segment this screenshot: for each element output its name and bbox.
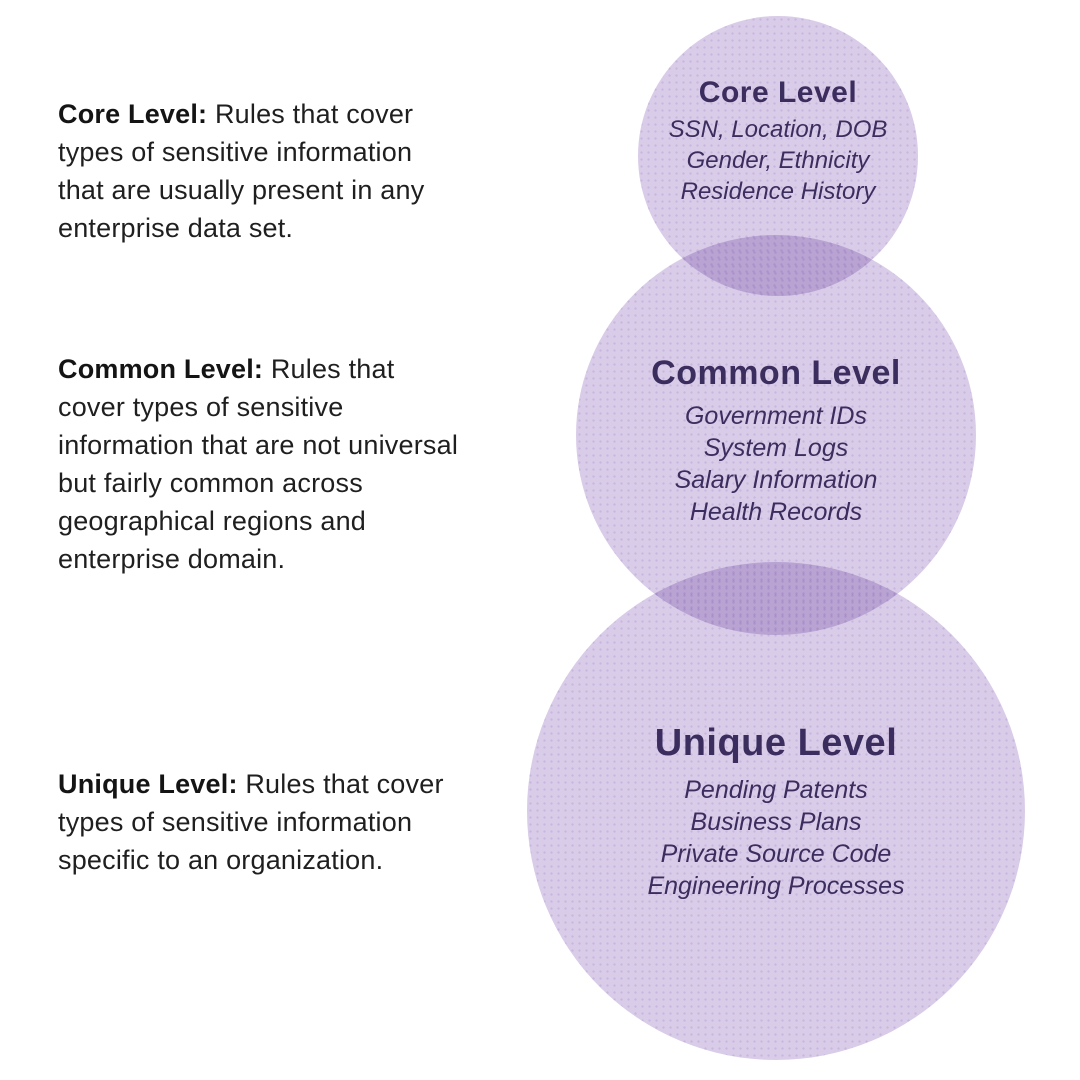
common-circle-item: System Logs — [703, 434, 849, 462]
common-level-label: Common Level: — [58, 354, 264, 384]
unique-circle-content: Unique Level Pending Patents Business Pl… — [527, 720, 1025, 902]
unique-circle-title: Unique Level — [654, 722, 898, 764]
core-circle-title: Core Level — [698, 76, 858, 109]
core-circle-item: Residence History — [680, 178, 876, 205]
common-level-description: Common Level: Rules that cover types of … — [58, 350, 462, 578]
unique-level-label: Unique Level: — [58, 769, 238, 799]
unique-circle-item: Pending Patents — [684, 776, 868, 804]
common-circle-item: Salary Information — [674, 466, 878, 494]
common-circle-item: Health Records — [689, 498, 863, 526]
core-level-label: Core Level: — [58, 99, 208, 129]
common-circle-title: Common Level — [651, 354, 901, 392]
core-level-description: Core Level: Rules that cover types of se… — [58, 95, 462, 247]
core-circle-item: Gender, Ethnicity — [686, 147, 870, 174]
unique-level-circle — [527, 562, 1025, 1060]
common-circle-content: Common Level Government IDs System Logs … — [576, 352, 976, 528]
unique-circle-item: Business Plans — [690, 808, 862, 836]
common-level-text: Rules that cover types of sensitive info… — [58, 354, 459, 574]
common-circle-item: Government IDs — [684, 402, 867, 430]
core-circle-item: SSN, Location, DOB — [668, 116, 888, 143]
core-circle-content: Core Level SSN, Location, DOB Gender, Et… — [638, 74, 918, 207]
unique-level-text: Rules that cover types of sensitive info… — [58, 769, 444, 875]
unique-circle-item: Private Source Code — [660, 840, 892, 868]
unique-level-description: Unique Level: Rules that cover types of … — [58, 765, 462, 879]
unique-circle-item: Engineering Processes — [647, 872, 905, 900]
core-level-text: Rules that cover types of sensitive info… — [58, 99, 425, 243]
